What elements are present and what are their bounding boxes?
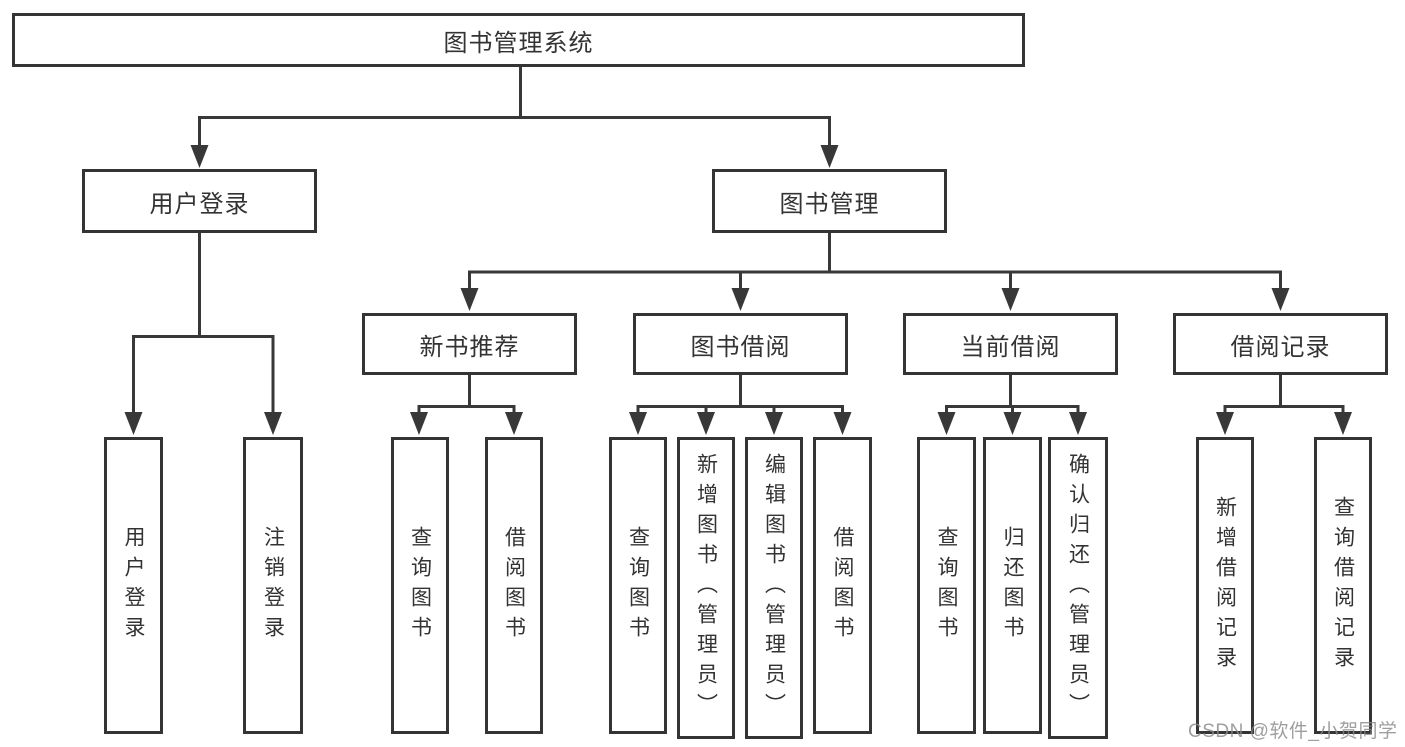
node-current-borrow: 当前借阅 (903, 313, 1118, 375)
leaf-return-book: 归还图书 (983, 437, 1042, 734)
leaf-borrow-books-2: 借阅图书 (813, 437, 872, 734)
leaf-logout: 注销登录 (243, 437, 303, 734)
leaf-confirm-return-admin: 确认归还（管理员） (1048, 437, 1108, 739)
watermark: CSDN @软件_小贺同学 (1188, 721, 1398, 742)
leaf-user-login: 用户登录 (104, 437, 163, 734)
leaf-query-borrow-record: 查询借阅记录 (1314, 437, 1372, 734)
node-book-borrow: 图书借阅 (633, 313, 848, 375)
leaf-borrow-books-1: 借阅图书 (485, 437, 543, 734)
node-root: 图书管理系统 (12, 13, 1025, 67)
leaf-add-book-admin: 新增图书（管理员） (677, 437, 735, 739)
leaf-query-books-3: 查询图书 (917, 437, 976, 734)
node-new-book-recommend: 新书推荐 (362, 313, 577, 375)
leaf-edit-book-admin: 编辑图书（管理员） (745, 437, 803, 739)
node-book-management: 图书管理 (712, 169, 947, 233)
node-user-login: 用户登录 (82, 169, 317, 233)
leaf-query-books-2: 查询图书 (609, 437, 667, 734)
node-borrow-records: 借阅记录 (1173, 313, 1388, 375)
leaf-add-borrow-record: 新增借阅记录 (1196, 437, 1254, 734)
leaf-query-books-1: 查询图书 (391, 437, 449, 734)
